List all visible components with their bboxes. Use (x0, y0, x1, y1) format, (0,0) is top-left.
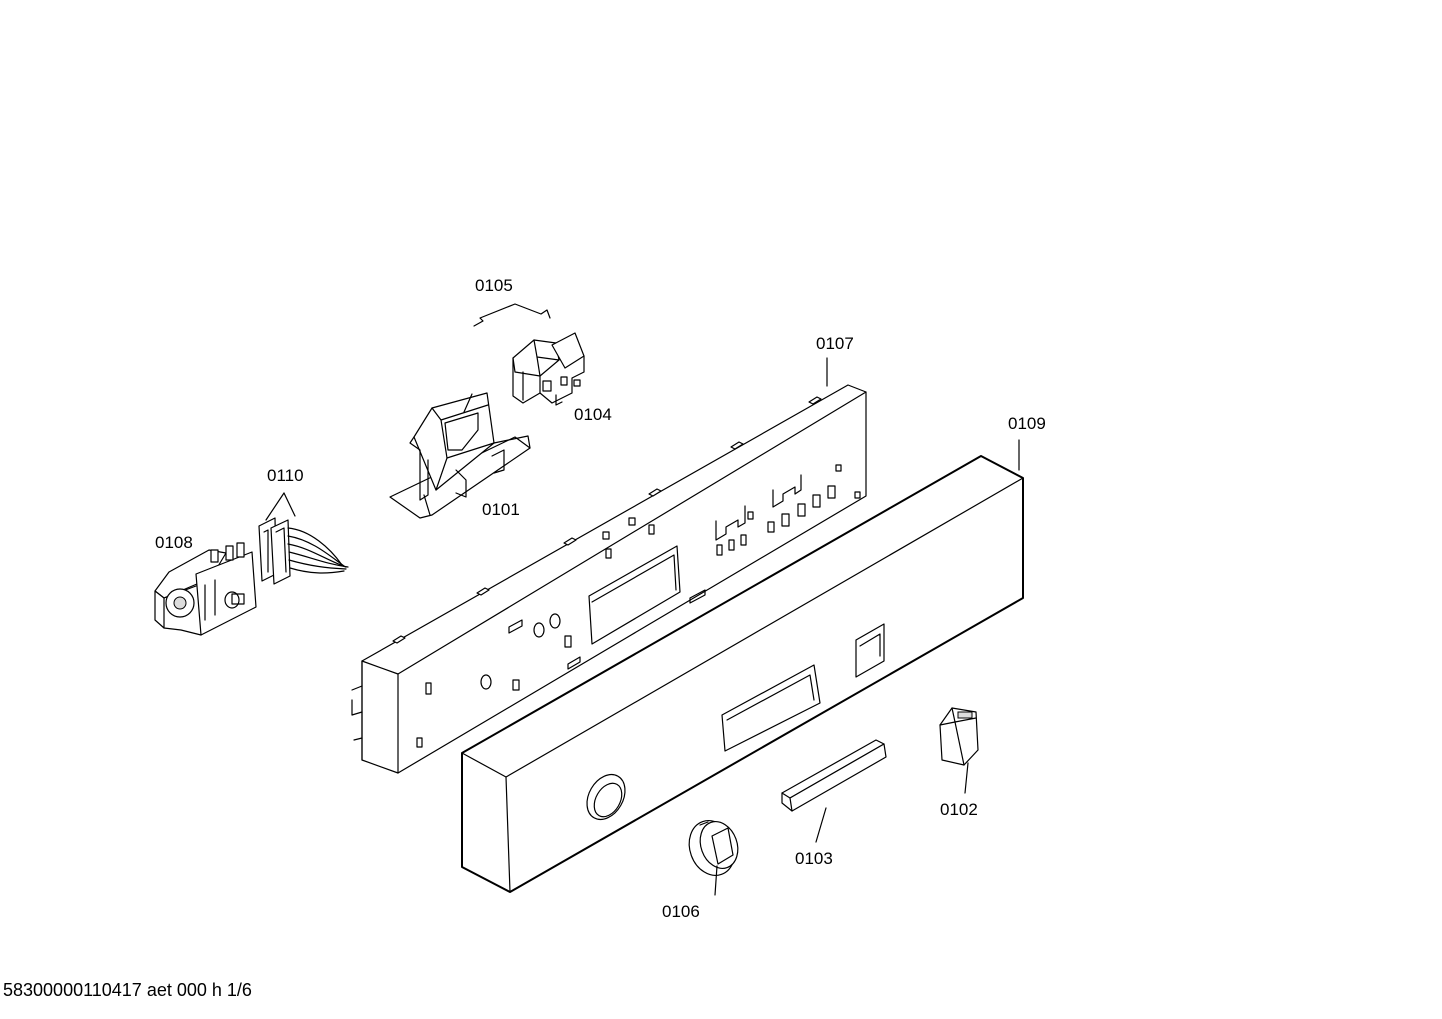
spring-clip-drawing (473, 303, 551, 327)
switch-housing-drawing (389, 392, 531, 519)
connector-cable-drawing (258, 517, 349, 585)
push-button-drawing (939, 707, 979, 766)
part-label-0103: 0103 (795, 849, 833, 868)
drawing-reference-code: 58300000110417 aet 000 h 1/6 (3, 980, 252, 1000)
part-label-0108: 0108 (155, 533, 193, 552)
programme-timer-drawing (154, 542, 257, 636)
part-label-0109: 0109 (1008, 414, 1046, 433)
part-label-0107: 0107 (816, 334, 854, 353)
leader-lines (265, 357, 1020, 896)
part-label-0102: 0102 (940, 800, 978, 819)
switch-module-drawing (512, 332, 585, 406)
control-knob-drawing (688, 820, 739, 876)
part-label-0104: 0104 (574, 405, 612, 424)
part-label-0101: 0101 (482, 500, 520, 519)
control-panel-carrier-drawing (351, 384, 867, 774)
fascia-panel-drawing (461, 455, 1024, 893)
display-cover-strip-drawing (781, 739, 887, 812)
part-label-0110: 0110 (267, 466, 304, 485)
part-label-0105: 0105 (475, 276, 513, 295)
part-label-0106: 0106 (662, 902, 700, 921)
